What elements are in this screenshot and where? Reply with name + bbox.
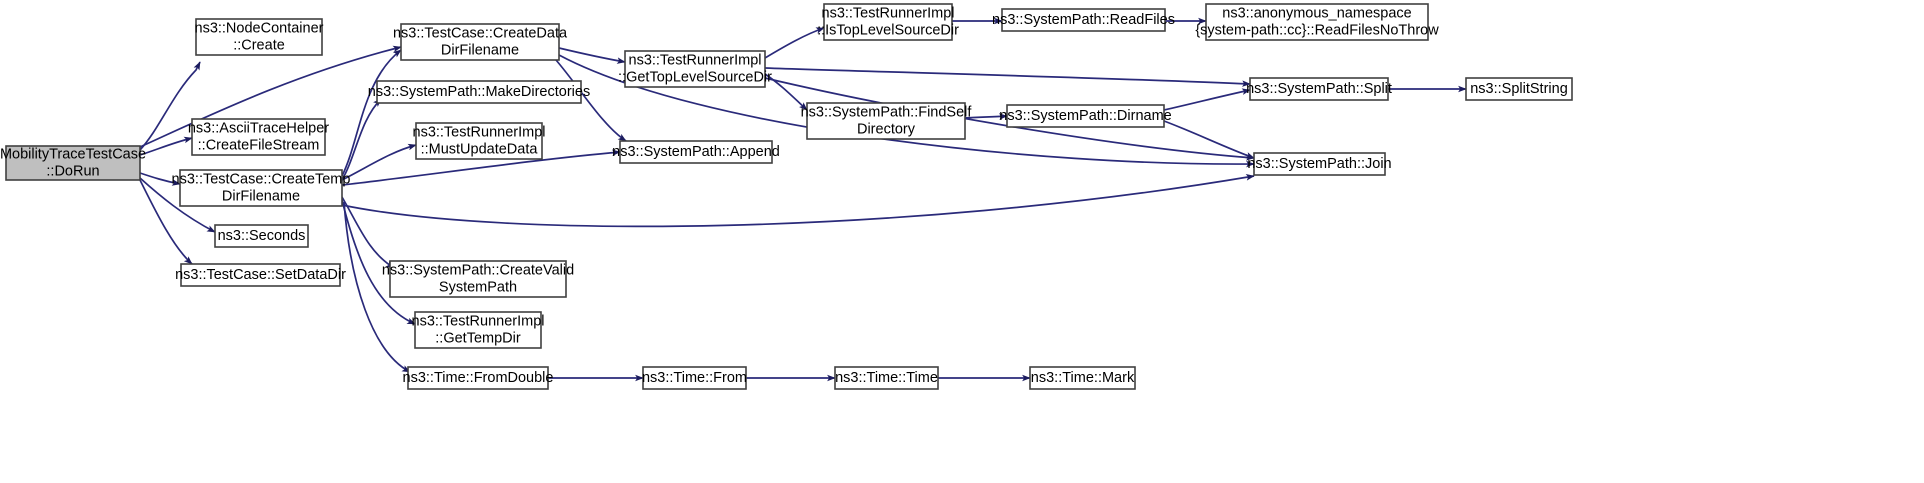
node-box[interactable]: [415, 122, 543, 160]
graph-edge: [764, 67, 1251, 87]
graph-edge: [555, 59, 627, 142]
node-box[interactable]: [624, 50, 766, 88]
node-box[interactable]: [414, 311, 542, 349]
node-box[interactable]: [619, 140, 773, 164]
graph-node-testrunnerimpl_get_temp_dir[interactable]: ns3::TestRunnerImpl::GetTempDir: [412, 311, 545, 349]
node-box[interactable]: [5, 145, 141, 181]
node-box[interactable]: [1465, 77, 1573, 101]
graph-edge: [139, 45, 402, 148]
graph-node-time_mark[interactable]: ns3::Time::Mark: [1029, 366, 1136, 390]
node-box[interactable]: [806, 102, 966, 140]
graph-edge: [139, 61, 201, 151]
node-box[interactable]: [195, 18, 323, 56]
graph-node-node_container_create[interactable]: ns3::NodeContainer::Create: [195, 18, 324, 56]
graph-edge: [139, 172, 181, 186]
graph-node-testcase_set_data_dir[interactable]: ns3::TestCase::SetDataDir: [175, 263, 346, 287]
graph-edge: [764, 73, 808, 111]
graph-node-systempath_append[interactable]: ns3::SystemPath::Append: [612, 140, 780, 164]
node-box[interactable]: [407, 366, 549, 390]
graph-node-anonymous_namespace_read_files_no_throw[interactable]: ns3::anonymous_namespace{system-path::cc…: [1195, 3, 1439, 41]
graph-node-testrunnerimpl_get_top_level_source_dir[interactable]: ns3::TestRunnerImpl::GetTopLevelSourceDi…: [618, 50, 772, 88]
node-box[interactable]: [1001, 8, 1166, 32]
graph-edge: [764, 27, 825, 59]
node-box[interactable]: [1205, 3, 1429, 41]
node-box[interactable]: [642, 366, 747, 390]
node-box[interactable]: [1253, 152, 1386, 176]
node-box[interactable]: [191, 118, 326, 156]
graph-edge: [139, 177, 216, 233]
graph-node-systempath_dirname[interactable]: ns3::SystemPath::Dirname: [999, 104, 1172, 128]
node-box[interactable]: [823, 3, 953, 41]
graph-edge: [558, 47, 626, 64]
graph-node-ascii_trace_helper_create_file_stream[interactable]: ns3::AsciiTraceHelper::CreateFileStream: [188, 118, 329, 156]
graph-node-time_from_double[interactable]: ns3::Time::FromDouble: [403, 366, 554, 390]
node-box[interactable]: [1029, 366, 1136, 390]
node-box[interactable]: [180, 263, 341, 287]
graph-edge: [341, 174, 1255, 228]
node-box[interactable]: [389, 260, 567, 298]
graph-node-systempath_make_directories[interactable]: ns3::SystemPath::MakeDirectories: [368, 80, 590, 104]
graph-node-systempath_join[interactable]: ns3::SystemPath::Join: [1247, 152, 1392, 176]
graph-node-time_time[interactable]: ns3::Time::Time: [834, 366, 939, 390]
graph-edge: [341, 98, 382, 181]
graph-node-split_string[interactable]: ns3::SplitString: [1465, 77, 1573, 101]
graph-edge: [341, 199, 416, 325]
graph-edge: [341, 196, 395, 269]
graph-node-root[interactable]: MobilityTraceTestCase::DoRun: [0, 145, 146, 181]
node-box[interactable]: [1006, 104, 1165, 128]
node-box[interactable]: [834, 366, 939, 390]
graph-edge: [341, 49, 402, 177]
graph-edge: [1163, 120, 1255, 159]
graph-node-systempath_read_files[interactable]: ns3::SystemPath::ReadFiles: [992, 8, 1175, 32]
graph-node-systempath_split[interactable]: ns3::SystemPath::Split: [1246, 77, 1392, 101]
node-box[interactable]: [400, 23, 560, 61]
node-layer: MobilityTraceTestCase::DoRun ns3::NodeCon…: [0, 3, 1573, 390]
graph-node-testrunnerimpl_is_top_level_source_dir[interactable]: ns3::TestRunnerImpl::IsTopLevelSourceDir: [817, 3, 959, 41]
graph-edge: [1163, 88, 1251, 111]
graph-node-seconds[interactable]: ns3::Seconds: [214, 224, 309, 248]
graph-node-time_from[interactable]: ns3::Time::From: [642, 366, 747, 390]
graph-edge: [343, 201, 411, 373]
graph-edge: [139, 179, 193, 265]
graph-edge: [341, 143, 417, 181]
graph-edge: [139, 136, 193, 156]
graph-edge: [964, 113, 1008, 120]
node-box[interactable]: [214, 224, 309, 248]
graph-node-testrunnerimpl_must_update_data[interactable]: ns3::TestRunnerImpl::MustUpdateData: [413, 122, 546, 160]
node-box[interactable]: [1249, 77, 1389, 101]
node-box[interactable]: [376, 80, 582, 104]
node-box[interactable]: [179, 169, 343, 207]
graph-edge: [341, 149, 621, 186]
